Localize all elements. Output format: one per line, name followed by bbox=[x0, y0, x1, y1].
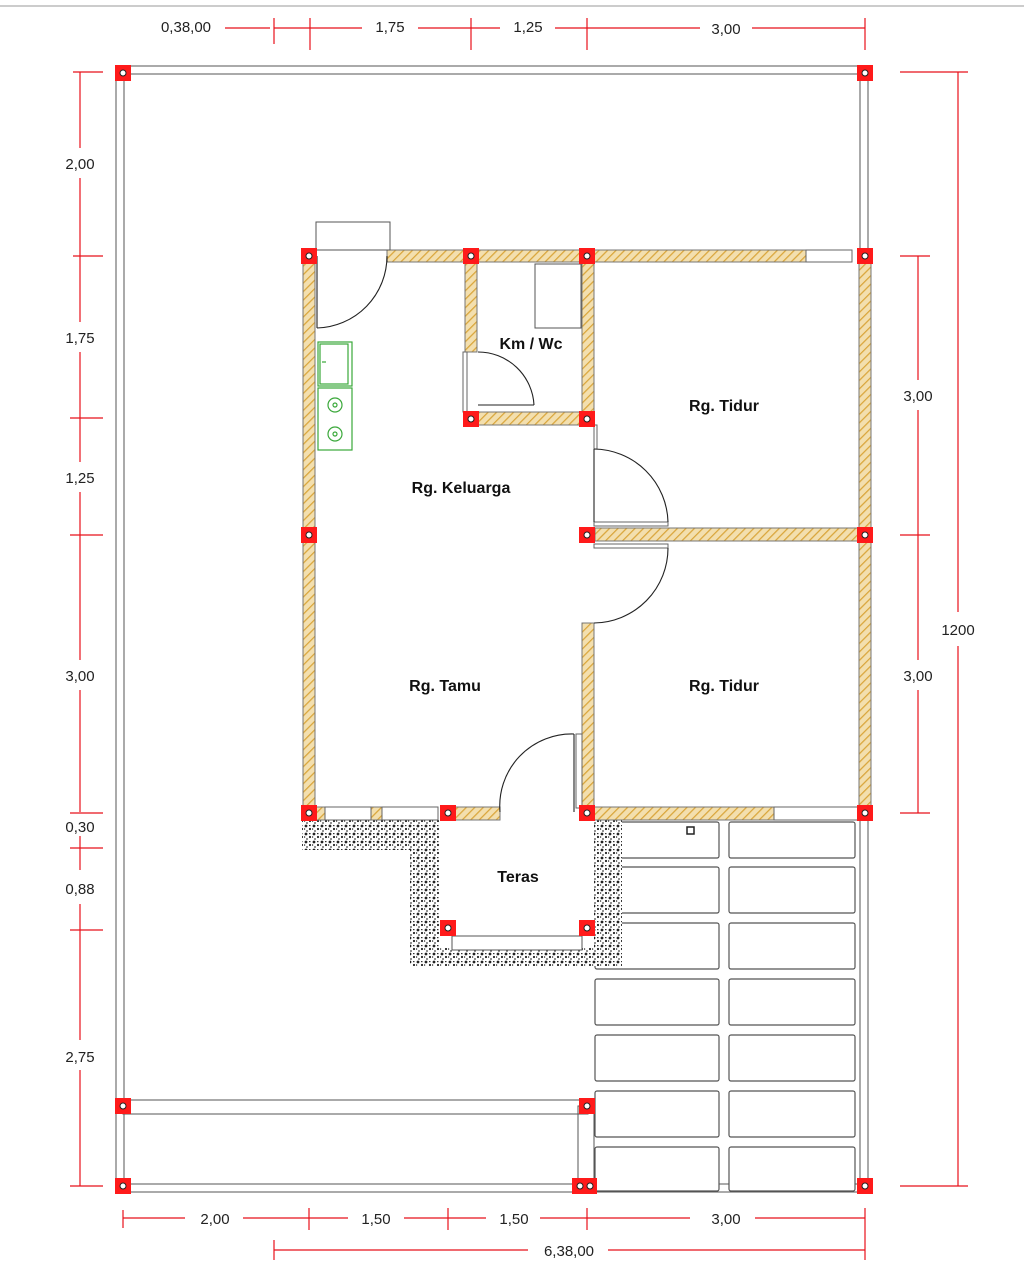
dim-bottom-3: 1,50 bbox=[499, 1211, 528, 1228]
kitchen-window-box bbox=[315, 221, 391, 251]
dim-top-3: 1,25 bbox=[513, 19, 542, 36]
terrace-floor bbox=[440, 820, 594, 948]
dimension-lines bbox=[70, 18, 968, 1260]
dim-right-1: 3,00 bbox=[903, 388, 932, 405]
dim-left-6: 0,88 bbox=[65, 881, 94, 898]
door-swing-arc-icon bbox=[316, 255, 669, 813]
garden-fence bbox=[122, 1099, 595, 1187]
stove-burner-icon bbox=[317, 387, 353, 451]
terrace-step bbox=[451, 935, 583, 951]
dim-top-2: 1,75 bbox=[375, 19, 404, 36]
carport-paving bbox=[594, 821, 856, 1192]
room-label-family-room: Rg. Keluarga bbox=[412, 480, 511, 497]
dim-left-7: 2,75 bbox=[65, 1049, 94, 1066]
drain-icon bbox=[686, 826, 695, 835]
room-label-km-wc: Km / Wc bbox=[499, 336, 562, 353]
column-icons bbox=[115, 65, 873, 1194]
dim-bottom-total: 6,38,00 bbox=[544, 1243, 594, 1260]
room-labels: Km / Wc Rg. Tidur Rg. Keluarga Rg. Tamu … bbox=[409, 336, 759, 886]
dim-left-3: 1,25 bbox=[65, 470, 94, 487]
dim-right-total: 1200 bbox=[941, 622, 974, 639]
room-label-living-room: Rg. Tamu bbox=[409, 678, 481, 695]
dim-right-2: 3,00 bbox=[903, 668, 932, 685]
dimension-labels: 0,38,00 1,75 1,25 3,00 2,00 1,75 1,25 3,… bbox=[65, 19, 974, 1260]
sink-icon bbox=[317, 341, 353, 387]
dim-top-4: 3,00 bbox=[711, 21, 740, 38]
room-label-bedroom-1: Rg. Tidur bbox=[689, 398, 759, 415]
room-label-bedroom-2: Rg. Tidur bbox=[689, 678, 759, 695]
dim-left-5: 0,30 bbox=[65, 819, 94, 836]
room-label-terrace: Teras bbox=[497, 869, 539, 886]
dim-left-2: 1,75 bbox=[65, 330, 94, 347]
gravel-area bbox=[302, 820, 622, 966]
bathtub-icon bbox=[534, 263, 582, 329]
dim-top-1: 0,38,00 bbox=[161, 19, 211, 36]
dim-left-1: 2,00 bbox=[65, 156, 94, 173]
dim-bottom-1: 2,00 bbox=[200, 1211, 229, 1228]
dim-left-4: 3,00 bbox=[65, 668, 94, 685]
dim-bottom-2: 1,50 bbox=[361, 1211, 390, 1228]
dim-bottom-4: 3,00 bbox=[711, 1211, 740, 1228]
